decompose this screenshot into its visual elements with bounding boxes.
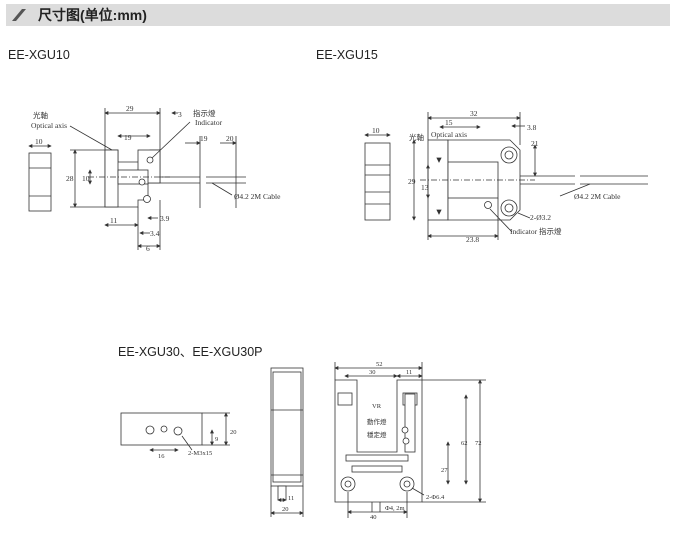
model-label-xgu10: EE-XGU10: [8, 48, 70, 62]
xgu10-dim-3.9: 3.9: [160, 214, 170, 223]
xgu15-indicator-label: Indicator 指示燈: [510, 226, 562, 236]
xgu10-dim-10a: 10: [35, 137, 43, 146]
xgu15-side-view: [364, 142, 391, 221]
xgu10-indicator-en: Indicator: [195, 118, 223, 127]
xgu30-dim-27: 27: [441, 467, 448, 474]
xgu30-lamp2-label: 穩定燈: [367, 430, 387, 439]
xgu15-dim-3.8: 3.8: [527, 123, 537, 132]
xgu10-dim-6: 6: [146, 244, 150, 253]
xgu30-dim-20a: 20: [230, 429, 237, 436]
xgu10-indicator-cn: 指示燈: [193, 108, 216, 118]
section-title: 尺寸图(单位:mm): [38, 7, 147, 23]
xgu10-dim-3: 3: [178, 110, 182, 119]
xgu10-labels: 光軸 Optical axis 指示燈 Indicator Ø4.2 2M Ca…: [31, 104, 281, 253]
xgu10-cable-label: Ø4.2 2M Cable: [234, 192, 281, 201]
xgu10-dim-19a: 19: [124, 133, 132, 142]
xgu15-optical-cn: 光軸: [409, 132, 424, 142]
xgu30-vr-label: VR: [372, 403, 382, 410]
xgu30-dim-9: 9: [215, 436, 218, 443]
xgu15-dim-23.8: 23.8: [466, 235, 479, 244]
xgu10-dim-10b: 10: [82, 174, 90, 183]
xgu10-optical-en: Optical axis: [31, 121, 67, 130]
xgu10-dim-20: 20: [226, 134, 234, 143]
header-slash-icon: [12, 9, 26, 21]
xgu15-dim-32: 32: [470, 109, 478, 118]
xgu30-hole-label: 2-Φ6.4: [426, 494, 445, 501]
xgu30-labels: 2-M3x15 16 9 20 11 20 52 30 11 62 72 27 …: [158, 361, 482, 521]
xgu30-drawing: [120, 362, 486, 518]
xgu30-dim-52: 52: [376, 361, 383, 368]
xgu10-dim-11: 11: [110, 216, 117, 225]
xgu15-optical-en: Optical axis: [431, 130, 467, 139]
xgu30-lamp1-label: 動作燈: [367, 417, 387, 426]
xgu10-side-view: [28, 152, 52, 212]
section-header: 尺寸图(单位:mm): [6, 4, 670, 26]
xgu30-side-view: [270, 367, 304, 487]
xgu10-dim-29: 29: [126, 104, 134, 113]
model-label-xgu15: EE-XGU15: [316, 48, 378, 62]
xgu30-dim-40: 40: [370, 514, 377, 521]
xgu30-cable-label: Φ4, 2m: [385, 505, 405, 512]
xgu30-dim-11b: 11: [406, 369, 412, 376]
xgu10-dim-19b: 19: [200, 134, 208, 143]
xgu15-dim-15: 15: [445, 118, 453, 127]
xgu30-dim-62: 62: [461, 440, 468, 447]
xgu10-optical-cn: 光軸: [33, 110, 48, 120]
xgu30-dim-20b: 20: [282, 506, 289, 513]
xgu15-hole-label: 2-Ø3.2: [530, 213, 551, 222]
xgu10-drawing: [28, 108, 246, 250]
xgu10-dim-28: 28: [66, 174, 74, 183]
xgu15-drawing: [364, 112, 648, 240]
xgu30-front-holes: 2-M3x15: [188, 450, 212, 457]
model-label-xgu30: EE-XGU30、EE-XGU30P: [118, 345, 263, 359]
xgu30-dim-16: 16: [158, 453, 165, 460]
xgu30-dim-11: 11: [288, 495, 294, 502]
xgu10-dim-3.4: 3.4: [150, 229, 160, 238]
xgu15-dim-29: 29: [408, 177, 416, 186]
xgu15-dim-21: 21: [531, 139, 539, 148]
xgu30-dim-30: 30: [369, 369, 376, 376]
xgu15-cable-label: Ø4.2 2M Cable: [574, 192, 621, 201]
xgu30-dim-72: 72: [475, 440, 482, 447]
xgu15-labels: 光軸 Optical axis Indicator 指示燈 Ø4.2 2M Ca…: [372, 109, 621, 244]
xgu15-dim-10: 10: [372, 126, 380, 135]
xgu15-dim-13: 13: [421, 183, 429, 192]
